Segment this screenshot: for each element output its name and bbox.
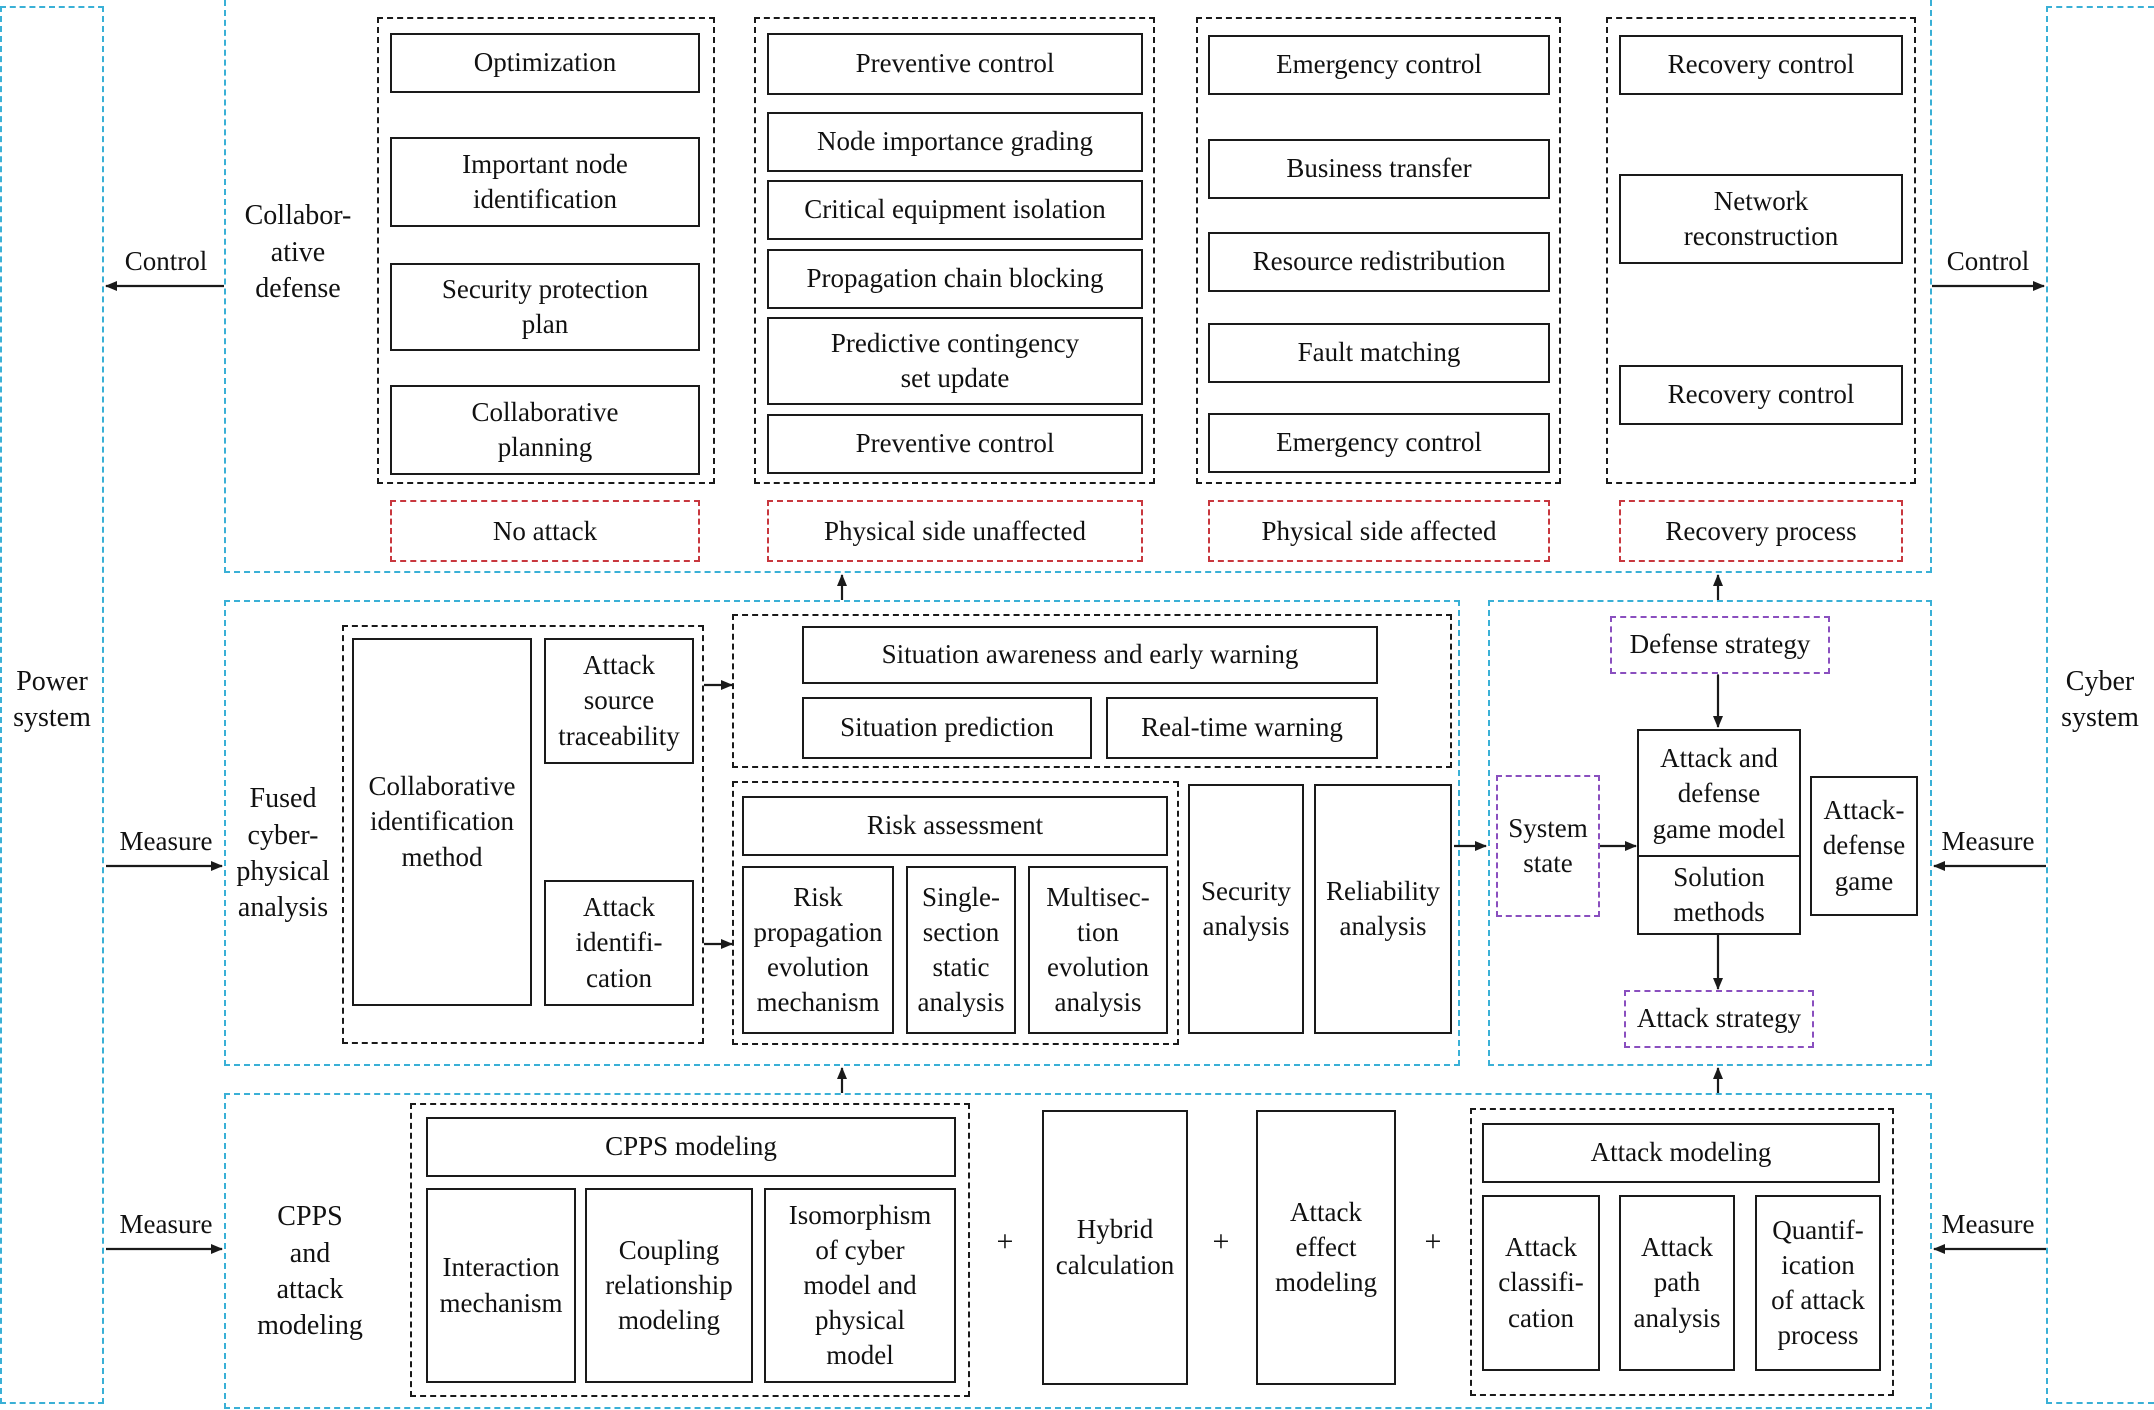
attack-source-box: Attack source traceability bbox=[544, 638, 694, 764]
plus-sign-2: + bbox=[1212, 1225, 1230, 1258]
collaborative-defense-panel bbox=[224, 0, 1932, 573]
security-analysis-box: Security analysis bbox=[1188, 784, 1304, 1034]
situation-prediction-box: Situation prediction bbox=[802, 697, 1092, 759]
scenario-no-attack: No attack bbox=[390, 500, 700, 562]
scenario-physical-affected: Physical side affected bbox=[1208, 500, 1550, 562]
physical-unaffected-group bbox=[754, 17, 1155, 484]
important-node-box: Important node identification bbox=[390, 137, 700, 227]
cpps-modeling-box: CPPS modeling bbox=[426, 1117, 956, 1177]
network-reconstruction-box: Network reconstruction bbox=[1619, 174, 1903, 264]
game-model-panel bbox=[1488, 600, 1932, 1066]
contingency-update-box: Predictive contingency set update bbox=[767, 317, 1143, 405]
attack-defense-game-box: Attack- defense game bbox=[1810, 776, 1918, 916]
resource-redistribution-box: Resource redistribution bbox=[1208, 232, 1550, 292]
plus-sign-3: + bbox=[1424, 1225, 1442, 1258]
reliability-analysis-box: Reliability analysis bbox=[1314, 784, 1452, 1034]
hybrid-calculation-box: Hybrid calculation bbox=[1042, 1110, 1188, 1385]
defense-strategy-label: Defense strategy bbox=[1610, 616, 1830, 674]
cpps-modeling-title: CPPS and attack modeling bbox=[257, 1201, 363, 1342]
single-section-box: Single- section static analysis bbox=[906, 866, 1016, 1034]
physical-affected-group bbox=[1196, 17, 1561, 484]
equipment-isolation-box: Critical equipment isolation bbox=[767, 180, 1143, 240]
collaborative-defense-title: Collabor- ative defense bbox=[244, 200, 352, 305]
cpps-modeling-panel bbox=[224, 1093, 1932, 1409]
cpps-group bbox=[410, 1103, 970, 1397]
coupling-modeling-box: Coupling relationship modeling bbox=[585, 1188, 753, 1383]
cyber-system-label: Cyber system bbox=[2061, 665, 2139, 733]
attack-classification-box: Attack classifi- cation bbox=[1482, 1195, 1600, 1371]
realtime-warning-box: Real-time warning bbox=[1106, 697, 1378, 759]
power-system-label: Power system bbox=[13, 665, 91, 733]
plus-sign-1: + bbox=[996, 1225, 1014, 1258]
attack-strategy-label: Attack strategy bbox=[1624, 990, 1814, 1048]
risk-group bbox=[732, 781, 1179, 1045]
risk-assessment-box: Risk assessment bbox=[742, 796, 1168, 856]
preventive-control-box-1: Preventive control bbox=[767, 33, 1143, 95]
attack-effect-box: Attack effect modeling bbox=[1256, 1110, 1396, 1385]
attack-quantification-box: Quantif- ication of attack process bbox=[1755, 1195, 1881, 1371]
propagation-blocking-box: Propagation chain blocking bbox=[767, 249, 1143, 309]
fused-analysis-panel bbox=[224, 600, 1460, 1066]
scenario-physical-unaffected: Physical side unaffected bbox=[767, 500, 1143, 562]
collaborative-identification-box: Collaborative identification method bbox=[352, 638, 532, 1006]
recovery-control-box-2: Recovery control bbox=[1619, 365, 1903, 425]
security-plan-box: Security protection plan bbox=[390, 263, 700, 351]
solution-methods-box: Solution methods bbox=[1637, 855, 1801, 935]
measure-label-left-mid: Measure bbox=[119, 826, 213, 857]
risk-propagation-box: Risk propagation evolution mechanism bbox=[742, 866, 894, 1034]
business-transfer-box: Business transfer bbox=[1208, 139, 1550, 199]
cyber-system-panel bbox=[2046, 6, 2154, 1404]
power-system-panel bbox=[0, 6, 104, 1404]
recovery-control-box-1: Recovery control bbox=[1619, 35, 1903, 95]
situation-group bbox=[732, 614, 1452, 768]
emergency-control-box-2: Emergency control bbox=[1208, 413, 1550, 473]
fault-matching-box: Fault matching bbox=[1208, 323, 1550, 383]
collaborative-planning-box: Collaborative planning bbox=[390, 385, 700, 475]
control-label-left: Control bbox=[124, 246, 208, 277]
game-model-box: Attack and defense game model bbox=[1637, 729, 1801, 857]
attack-path-box: Attack path analysis bbox=[1619, 1195, 1735, 1371]
emergency-control-box-1: Emergency control bbox=[1208, 35, 1550, 95]
attack-modeling-box: Attack modeling bbox=[1482, 1123, 1880, 1183]
isomorphism-box: Isomorphism of cyber model and physical … bbox=[764, 1188, 956, 1383]
control-label-right: Control bbox=[1946, 246, 2030, 277]
interaction-mechanism-box: Interaction mechanism bbox=[426, 1188, 576, 1383]
system-state-label: System state bbox=[1496, 775, 1600, 917]
fused-analysis-title: Fused cyber- physical analysis bbox=[236, 783, 330, 924]
recovery-group bbox=[1606, 17, 1916, 484]
multisection-box: Multisec- tion evolution analysis bbox=[1028, 866, 1168, 1034]
scenario-recovery-process: Recovery process bbox=[1619, 500, 1903, 562]
measure-label-right-bot: Measure bbox=[1941, 1209, 2035, 1240]
situation-awareness-box: Situation awareness and early warning bbox=[802, 626, 1378, 684]
attack-modeling-group bbox=[1470, 1108, 1894, 1396]
no-attack-group bbox=[377, 17, 715, 484]
node-importance-box: Node importance grading bbox=[767, 112, 1143, 172]
identification-group bbox=[342, 625, 704, 1044]
preventive-control-box-2: Preventive control bbox=[767, 414, 1143, 474]
measure-label-right-mid: Measure bbox=[1941, 826, 2035, 857]
optimization-box: Optimization bbox=[390, 33, 700, 93]
attack-identification-box: Attack identifi- cation bbox=[544, 880, 694, 1006]
measure-label-left-bot: Measure bbox=[119, 1209, 213, 1240]
